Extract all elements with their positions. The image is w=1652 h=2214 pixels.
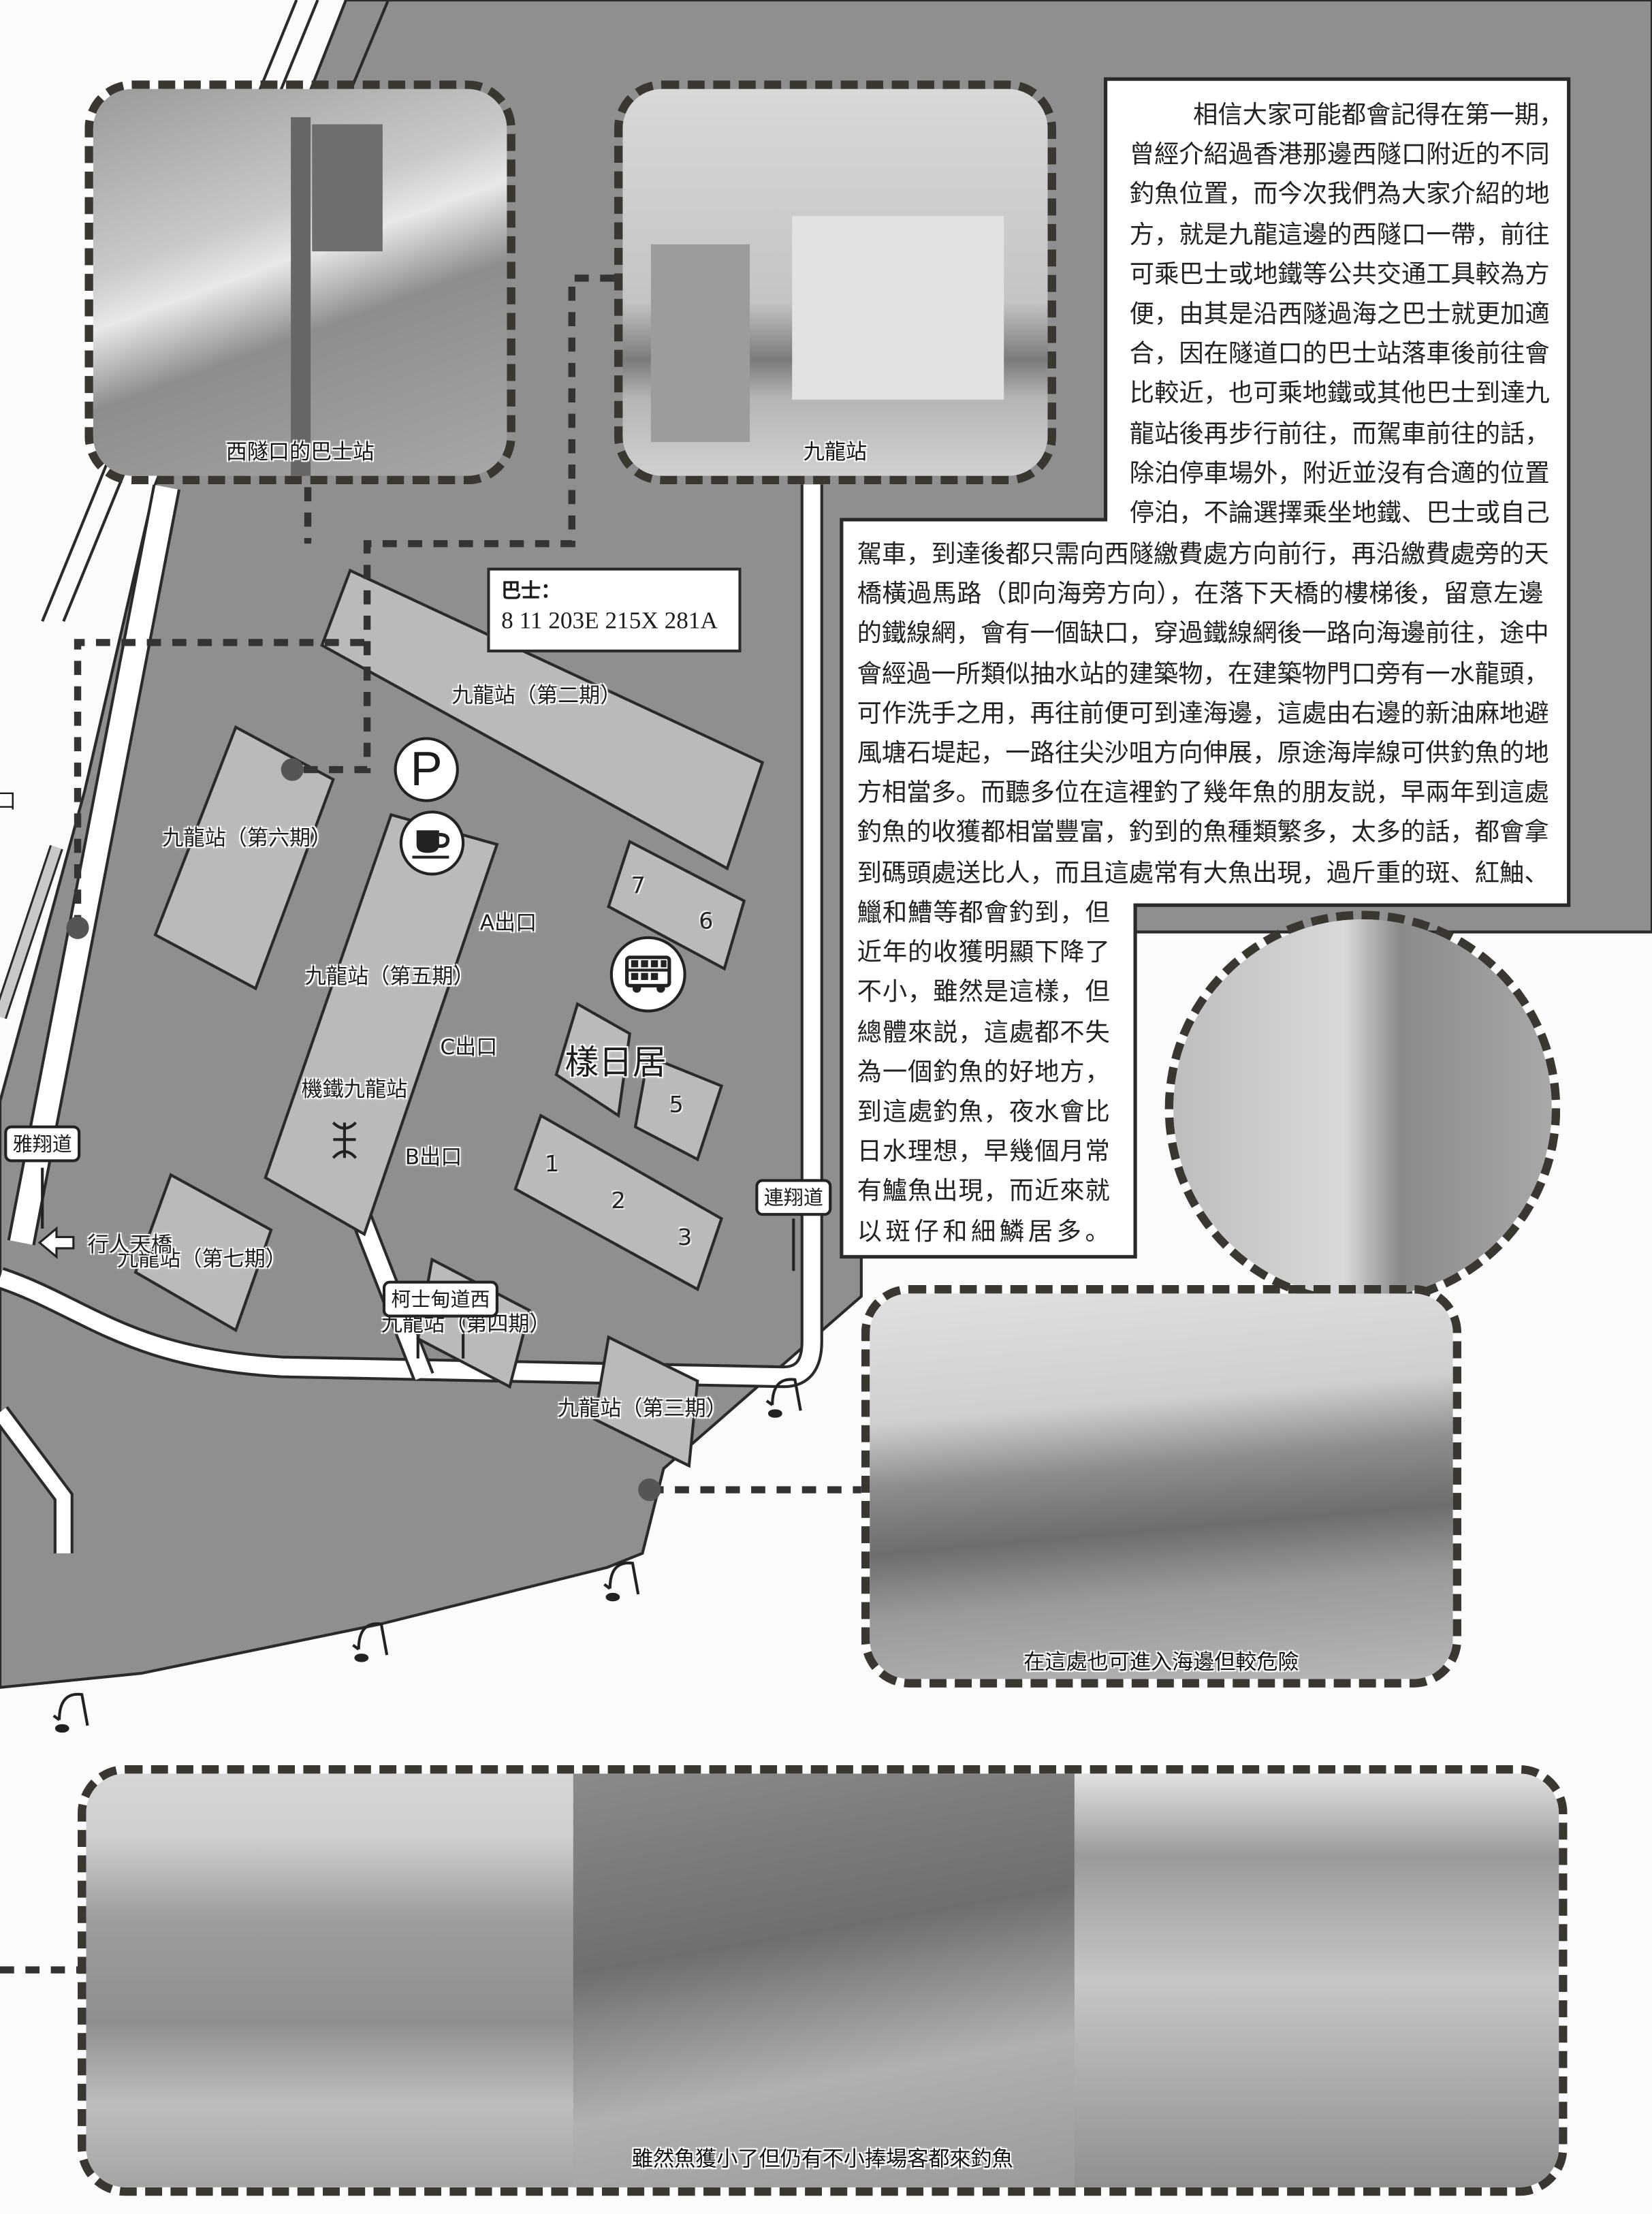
label-exit-c: C出口 bbox=[440, 1034, 498, 1060]
label-block-6: 6 bbox=[699, 907, 714, 934]
building-phase6 bbox=[153, 725, 335, 991]
article-line: 到碼頭處送比人，而且這處常有大魚出現，過斤重的斑、紅鮋、 bbox=[857, 859, 1549, 888]
building-phase3 bbox=[592, 1335, 699, 1468]
bus-title: 巴士： bbox=[501, 580, 561, 603]
label-block-7: 7 bbox=[631, 872, 646, 899]
coffee-cup-icon bbox=[399, 810, 465, 876]
photo-seawall: 在這處也可進入海邊但較危險 bbox=[861, 1284, 1462, 1688]
fishing-hook-icon bbox=[52, 1692, 89, 1733]
article-line: 釣魚位置，而今次我們為大家介紹的地 bbox=[1129, 181, 1550, 210]
article-line: 可作洗手之用，再往前便可到達海邊，這處由右邊的新油麻地避 bbox=[857, 700, 1549, 729]
photo-caption: 在這處也可進入海邊但較危險 bbox=[1023, 1649, 1299, 1675]
label-estate: 樣日居 bbox=[565, 1043, 667, 1083]
article-line: 有鱸魚出現，而近來就 bbox=[857, 1178, 1110, 1207]
article-box bbox=[840, 77, 1571, 1259]
article-line: 便，由其是沿西隧過海之巴士就更加適 bbox=[1129, 300, 1550, 330]
article-line: 的鐵線網，會有一個缺口，穿過鐵線網後一路向海邊前往，途中 bbox=[857, 620, 1549, 649]
footbridge-arrow-icon bbox=[37, 1226, 75, 1259]
bus-routes-box: 巴士： 8 11 203E 215X 281A bbox=[487, 567, 742, 652]
label-phase7: 九龍站（第七期） bbox=[117, 1246, 287, 1272]
label-phase6: 九龍站（第六期） bbox=[162, 825, 332, 851]
building-estate bbox=[554, 1002, 632, 1118]
label-exit-a: A出口 bbox=[479, 910, 537, 936]
article-line: 方相當多。而聽多位在這裡釣了幾年魚的朋友説，早兩年到這處 bbox=[857, 779, 1549, 808]
location-marker bbox=[638, 1478, 661, 1502]
fishing-hook-icon bbox=[352, 1622, 389, 1662]
label-block-3: 3 bbox=[678, 1223, 693, 1251]
article-line: 停泊，不論選擇乘坐地鐵、巴士或自己 bbox=[1129, 500, 1550, 528]
article-line: 橋橫過馬路（即向海旁方向），在落下天橋的樓梯後，留意左邊 bbox=[857, 580, 1544, 610]
article-line: 曾經介紹過香港那邊西隧口附近的不同 bbox=[1129, 141, 1550, 170]
fishing-hook-icon bbox=[765, 1378, 802, 1418]
label-airport-express-station: 機鐵九龍站 bbox=[301, 1077, 408, 1103]
photo-caption: 西隧口的巴士站 bbox=[225, 439, 375, 465]
building-block-6-7 bbox=[607, 839, 746, 971]
label-edge-text: 口 bbox=[0, 786, 16, 816]
label-phase2: 九龍站（第二期） bbox=[451, 682, 622, 708]
location-marker bbox=[281, 758, 304, 781]
photo-caption: 九龍站 bbox=[803, 439, 868, 465]
label-block-5: 5 bbox=[669, 1090, 684, 1118]
label-phase5: 九龍站（第五期） bbox=[304, 964, 475, 990]
bus-routes: 8 11 203E 215X 281A bbox=[501, 607, 718, 635]
article-line: 駕車，到達後都只需向西隧繳費處方向前行，再沿繳費處旁的天 bbox=[857, 541, 1549, 569]
parking-icon: P bbox=[394, 737, 459, 802]
mtr-logo-icon bbox=[332, 1121, 358, 1159]
article-line: 到這處釣魚，夜水會比 bbox=[857, 1098, 1110, 1127]
article-line: 龍站後再步行前往，而駕車前往的話， bbox=[1129, 420, 1550, 449]
article-line: 不小，雖然是這樣，但 bbox=[857, 979, 1110, 1008]
article-line: 以斑仔和細鱗居多。 bbox=[857, 1218, 1110, 1247]
road-sign-nga-cheung: 雅翔道 bbox=[4, 1125, 81, 1163]
article-line: 鱲和鰽等都會釣到，但 bbox=[857, 899, 1110, 928]
photo-anglers-strip: 雖然魚獲小了但仍有不小捧場客都來釣魚 bbox=[78, 1765, 1568, 2196]
article-line: 風塘石堤起，一路往尖沙咀方向伸展，原途海岸線可供釣魚的地 bbox=[857, 740, 1549, 768]
building-phase2 bbox=[320, 568, 765, 871]
article-line: 為一個釣魚的好地方， bbox=[857, 1058, 1110, 1088]
article-line: 相信大家可能都會記得在第一期， bbox=[1193, 101, 1564, 130]
label-exit-b: B出口 bbox=[404, 1144, 462, 1170]
article-line: 可乘巴士或地鐵等公共交通工具較為方 bbox=[1129, 261, 1550, 289]
photo-bus-stop: 西隧口的巴士站 bbox=[84, 80, 515, 485]
article-line: 除泊停車場外，附近並沒有合適的位置 bbox=[1129, 460, 1550, 489]
article-line: 會經過一所類似抽水站的建築物，在建築物門口旁有一水龍頭， bbox=[857, 660, 1549, 689]
road-sign-lin-cheung: 連翔道 bbox=[755, 1179, 832, 1216]
article-line: 方，就是九龍這邊的西隧口一帶，前往 bbox=[1129, 221, 1550, 250]
label-phase3: 九龍站（第三期） bbox=[558, 1395, 727, 1421]
article-line: 日水理想，早幾個月常 bbox=[857, 1138, 1110, 1167]
photo-seawall-closeup bbox=[1164, 911, 1561, 1306]
article-line: 近年的收獲明顯下降了 bbox=[857, 939, 1110, 968]
article-line: 總體來説，這處都不失 bbox=[857, 1019, 1110, 1047]
photo-caption: 雖然魚獲小了但仍有不小捧場客都來釣魚 bbox=[631, 2146, 1013, 2172]
road-sign-austin-west: 柯士甸道西 bbox=[382, 1280, 498, 1318]
building-phase7 bbox=[133, 1173, 273, 1333]
article-line: 比較近，也可乘地鐵或其他巴士到達九 bbox=[1129, 380, 1550, 409]
fishing-hook-icon bbox=[603, 1561, 640, 1602]
building-block-5 bbox=[633, 1054, 724, 1162]
photo-kowloon-station: 九龍站 bbox=[614, 80, 1056, 485]
article-line: 合，因在隧道口的巴士站落車後前往會 bbox=[1129, 341, 1550, 369]
article-line: 釣魚的收獲都相當豐富，釣到的魚種類繁多，太多的話，都會拿 bbox=[857, 819, 1549, 848]
label-block-2: 2 bbox=[611, 1186, 626, 1214]
bus-icon bbox=[609, 936, 686, 1013]
label-block-1: 1 bbox=[545, 1150, 560, 1177]
label-footbridge: 行人天橋 bbox=[87, 1232, 172, 1258]
location-marker bbox=[66, 916, 89, 939]
building-block-1-3 bbox=[513, 1113, 724, 1292]
